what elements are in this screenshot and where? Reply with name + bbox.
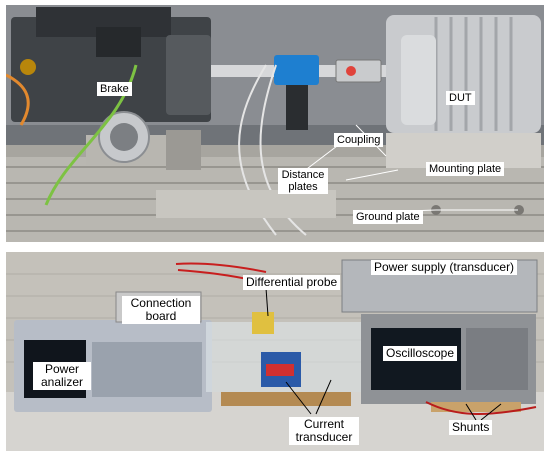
ground-plate-label: Ground plate	[353, 210, 423, 224]
brake-body	[11, 17, 211, 122]
measurement-setup-photo: Connection board Differential probe Powe…	[6, 252, 544, 451]
test-bench-photo: Brake DUT Coupling Distance plates Mount…	[6, 5, 544, 242]
brake-label: Brake	[97, 82, 132, 96]
distance-plates-label: Distance plates	[278, 168, 328, 194]
oscilloscope-label: Oscilloscope	[383, 346, 458, 361]
dut-label: DUT	[446, 91, 475, 105]
coupling-label: Coupling	[334, 133, 384, 147]
test-bench-illustration	[6, 5, 544, 242]
connection-board-label: Connection board	[122, 296, 200, 324]
differential-probe-label: Differential probe	[243, 275, 341, 290]
torque-sensor	[274, 55, 319, 85]
mounting-plate-label: Mounting plate	[426, 162, 505, 176]
shunts-label: Shunts	[449, 420, 493, 435]
current-transducer-label: Current transducer	[289, 417, 359, 445]
differential-probe-device	[252, 312, 274, 334]
power-analyzer-label: Power analizer	[33, 362, 91, 390]
power-supply-label: Power supply (transducer)	[371, 260, 518, 275]
